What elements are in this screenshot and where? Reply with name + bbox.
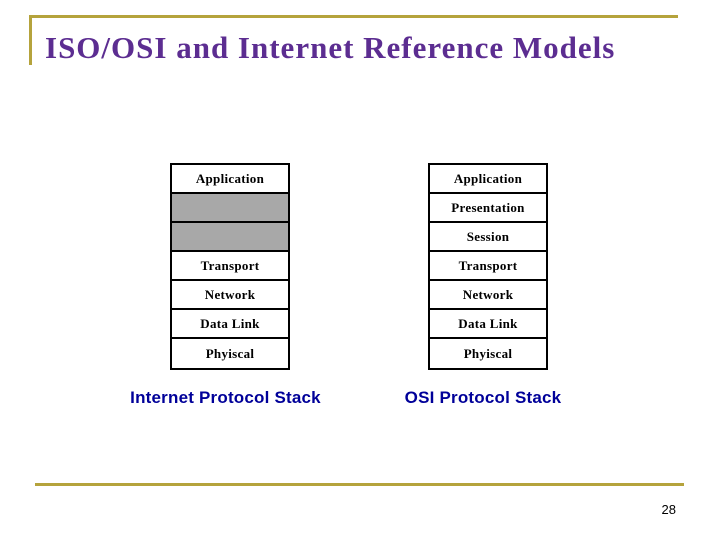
internet-row-application: Application [172,165,288,194]
slide-title: ISO/OSI and Internet Reference Models [45,30,616,65]
internet-row-network: Network [172,281,288,310]
internet-stack-table: Application Transport Network Data Link … [170,163,290,370]
osi-row-data-link: Data Link [430,310,546,339]
osi-row-session: Session [430,223,546,252]
internet-row-transport: Transport [172,252,288,281]
osi-stack-table: Application Presentation Session Transpo… [428,163,548,370]
osi-row-presentation: Presentation [430,194,546,223]
top-accent-line [30,15,678,18]
osi-row-network: Network [430,281,546,310]
bottom-accent-line [35,483,684,486]
osi-row-transport: Transport [430,252,546,281]
osi-row-application: Application [430,165,546,194]
title-left-accent-line [29,15,32,65]
osi-stack-caption: OSI Protocol Stack [404,388,562,407]
internet-stack-caption: Internet Protocol Stack [130,388,321,407]
internet-row-data-link: Data Link [172,310,288,339]
internet-row-empty-2 [172,223,288,252]
page-number: 28 [661,502,676,517]
internet-row-empty-1 [172,194,288,223]
osi-row-physical: Phyiscal [463,345,513,361]
internet-row-physical: Phyiscal [205,345,255,361]
